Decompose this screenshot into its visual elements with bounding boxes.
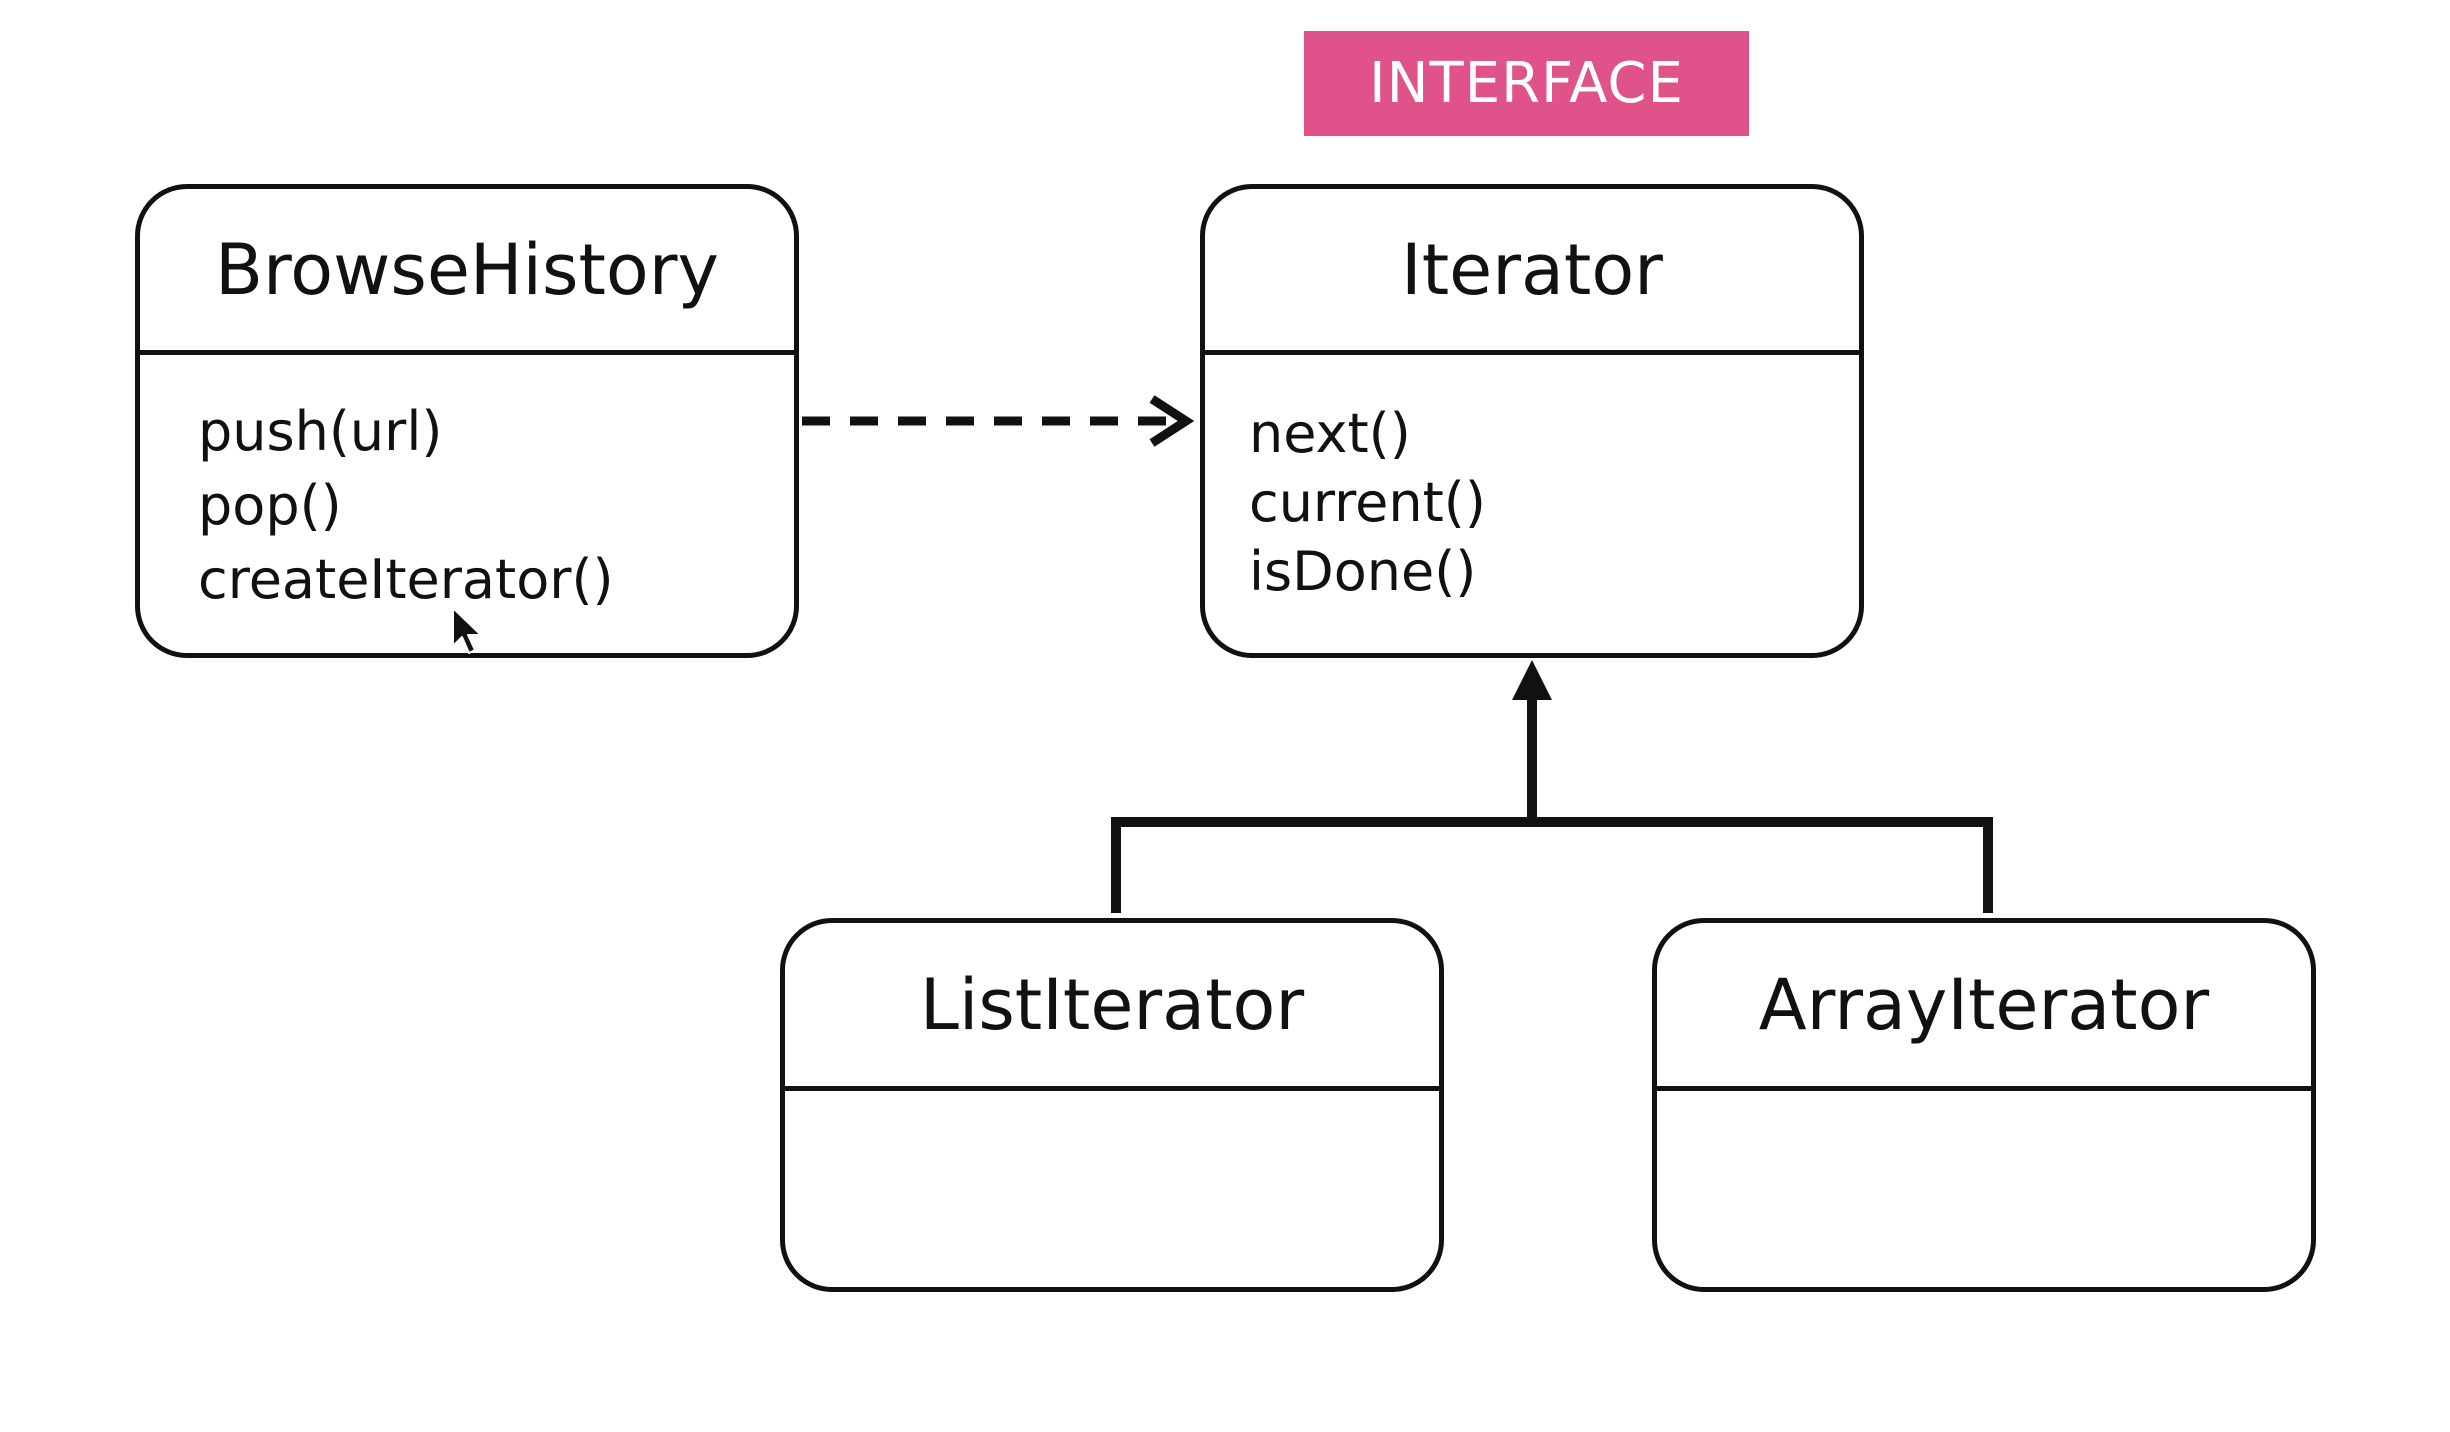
- method-create-iterator: createIterator(): [198, 548, 614, 611]
- inheritance-arrowhead-icon: [1512, 660, 1552, 700]
- method-list-browse-history: push(url) pop() createIterator(): [140, 355, 794, 617]
- class-name-list-iterator: ListIterator: [785, 923, 1439, 1091]
- method-list-list-iterator: [785, 1091, 1439, 1131]
- method-current: current(): [1249, 471, 1486, 534]
- class-list-iterator: ListIterator: [780, 918, 1444, 1292]
- class-name-iterator: Iterator: [1205, 189, 1859, 355]
- class-name-browse-history: BrowseHistory: [140, 189, 794, 355]
- inheritance-branch: [1111, 817, 1993, 913]
- interface-tag: INTERFACE: [1304, 31, 1749, 136]
- class-iterator: Iterator next() current() isDone(): [1200, 184, 1864, 658]
- method-push: push(url): [198, 400, 443, 463]
- mouse-pointer-icon: [452, 607, 482, 654]
- interface-tag-label: INTERFACE: [1369, 51, 1684, 116]
- class-browse-history: BrowseHistory push(url) pop() createIter…: [135, 184, 799, 658]
- method-next: next(): [1249, 402, 1411, 465]
- method-list-iterator: next() current() isDone(): [1205, 355, 1859, 606]
- class-array-iterator: ArrayIterator: [1652, 918, 2316, 1292]
- class-name-array-iterator: ArrayIterator: [1657, 923, 2311, 1091]
- dependency-arrowhead-icon: [1149, 395, 1195, 447]
- method-is-done: isDone(): [1249, 540, 1477, 603]
- method-list-array-iterator: [1657, 1091, 2311, 1131]
- method-pop: pop(): [198, 474, 342, 537]
